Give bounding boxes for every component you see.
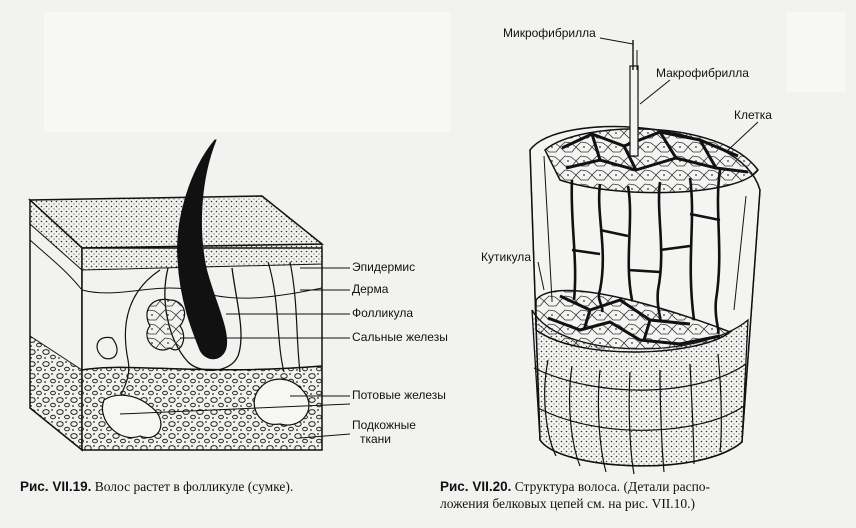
caption-right-number: Рис. VII.20.: [440, 479, 512, 494]
label-follicle: Фолликула: [352, 306, 414, 320]
label-sweat-glands: Потовые железы: [352, 388, 446, 402]
macrofibril: [629, 65, 639, 157]
caption-left-text: Волос растет в фолликуле (сумке).: [91, 479, 294, 494]
label-epidermis: Эпидермис: [352, 260, 416, 274]
sweat-gland-left: [101, 394, 162, 439]
left-leader-lines: [119, 267, 351, 439]
label-cuticle: Кутикула: [481, 250, 531, 264]
label-microfibril: Микрофибрилла: [503, 26, 596, 40]
sweat-duct-left: [117, 269, 161, 405]
label-subcutaneous-1: Подкожные: [352, 418, 416, 432]
sweat-duct-right: [267, 261, 285, 373]
label-dermis: Дерма: [352, 282, 389, 296]
caption-right-line2: ложения белковых цепей см. на рис. VII.1…: [440, 496, 696, 511]
hair-structure-diagram: [529, 40, 761, 475]
label-subcutaneous-2: ткани: [360, 432, 392, 446]
caption-left: Рис. VII.19. Волос растет в фолликуле (с…: [20, 478, 420, 495]
blank-area-right: [786, 12, 846, 92]
label-cell: Клетка: [734, 108, 772, 122]
label-sebaceous-glands: Сальные железы: [352, 330, 448, 344]
caption-right-line1: Рис. VII.20. Структура волоса. (Детали р…: [440, 478, 850, 495]
label-macrofibril: Макрофибрилла: [656, 66, 749, 80]
sweat-gland-right: [253, 378, 310, 426]
sebaceous-gland: [146, 298, 185, 351]
caption-left-number: Рис. VII.19.: [20, 479, 92, 494]
hair-shaft: [177, 139, 228, 360]
caption-right: Рис. VII.20. Структура волоса. (Детали р…: [440, 478, 850, 512]
blank-area: [44, 12, 450, 132]
right-leader-lines: [537, 37, 759, 291]
caption-right-text-1: Структура волоса. (Детали распо-: [511, 479, 711, 494]
